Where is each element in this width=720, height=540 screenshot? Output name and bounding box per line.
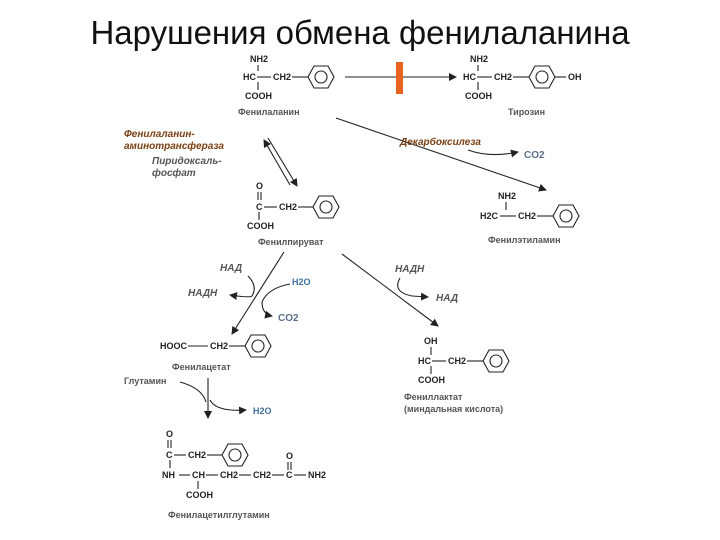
- pa-ch2: CH2: [210, 341, 228, 351]
- h2o-release-arrow: [209, 399, 247, 415]
- h2o-label-2: H2O: [253, 406, 272, 416]
- phe-benzene-ring: [307, 65, 335, 89]
- pl-ch2: CH2: [448, 356, 466, 366]
- phenyllactate-sublabel: (миндальная кислота): [404, 404, 503, 414]
- glutamine-label: Глутамин: [124, 376, 166, 386]
- transaminase-label-2: аминотрансфераза: [124, 140, 224, 152]
- co2-release-arrow-2: [261, 301, 273, 319]
- tyr-benzene-ring: [528, 65, 556, 89]
- phenylacetate-label: Фенилацетат: [172, 362, 231, 372]
- pea-h2c: H2C: [480, 211, 499, 221]
- decarboxylase-label: Декарбоксилеза: [399, 136, 481, 148]
- decarboxylation-arrow: [335, 117, 547, 192]
- phenylalanine-structure: NH2 HC CH2 COOH Фенилаланин: [238, 54, 335, 117]
- nadh-curve-arrow-1: [229, 292, 253, 300]
- glutamine-in-curve: [179, 381, 207, 403]
- reduction-arrow: [341, 253, 439, 327]
- phenylacetate-structure: HOOC CH2 Фенилацетат: [160, 334, 272, 372]
- pag-ch2-c: CH2: [253, 470, 271, 480]
- nadh-label-2: НАДН: [395, 264, 425, 275]
- cofactor-label-2: фосфат: [152, 167, 196, 179]
- co2-label-1: CO2: [524, 150, 545, 161]
- phenyllactate-structure: OH HC CH2 COOH Фениллактат (миндальная к…: [404, 336, 510, 414]
- phenylpyruvate-structure: O C CH2 COOH Фенилпируват: [247, 181, 340, 247]
- pea-benzene-ring: [552, 204, 580, 228]
- tyr-nh2: NH2: [470, 54, 488, 64]
- pag-o2: O: [286, 451, 293, 461]
- pag-o: O: [166, 429, 173, 439]
- pag-ch2-b: CH2: [220, 470, 238, 480]
- phenylacetylglutamine-structure: O C CH2 NH CH CH2 CH2 C NH2 O COOH: [162, 429, 326, 520]
- tyr-oh: OH: [568, 72, 582, 82]
- pp-benzene-ring: [312, 195, 340, 219]
- phenylacetylglutamine-label: Фенилацетилглутамин: [168, 510, 270, 520]
- co2-release-arrow-1: [467, 149, 519, 158]
- phenylalanine-label: Фенилаланин: [238, 107, 300, 117]
- pag-ch: CH: [192, 470, 205, 480]
- pl-oh: OH: [424, 336, 438, 346]
- pa-benzene-ring: [244, 334, 272, 358]
- tyrosine-label: Тирозин: [508, 107, 545, 117]
- tyr-ch2: CH2: [494, 72, 512, 82]
- phe-hc: HC: [243, 72, 256, 82]
- pag-c: C: [166, 450, 173, 460]
- pl-cooh: COOH: [418, 375, 445, 385]
- phenylethylamine-structure: NH2 H2C CH2 Фенилэтиламин: [480, 191, 580, 245]
- transamination-back-arrow: [263, 139, 291, 186]
- nad-label-2: НАД: [436, 293, 458, 304]
- pl-hc: HC: [418, 356, 431, 366]
- pag-c2: C: [286, 470, 293, 480]
- transamination-arrow: [267, 137, 298, 187]
- nadh-label-1: НАДН: [188, 288, 218, 299]
- h2o-in-curve: [261, 283, 291, 303]
- pl-benzene-ring: [482, 349, 510, 373]
- pp-ch2: CH2: [279, 202, 297, 212]
- pp-c: C: [256, 202, 263, 212]
- enzyme-block-bar: [396, 62, 403, 94]
- nadh-curve-2: [397, 277, 413, 297]
- phenyllactate-label: Фениллактат: [404, 392, 463, 402]
- pea-ch2: CH2: [518, 211, 536, 221]
- oxidative-decarboxylation-arrow: [231, 251, 285, 335]
- tyr-hc: HC: [463, 72, 476, 82]
- pp-cooh: COOH: [247, 221, 274, 231]
- tyr-cooh: COOH: [465, 91, 492, 101]
- transaminase-label-1: Фенилаланин-: [124, 129, 195, 140]
- cofactor-label-1: Пиридоксаль-: [152, 156, 222, 167]
- pag-cooh: COOH: [186, 490, 213, 500]
- nad-curve: [247, 275, 255, 297]
- pag-nh2: NH2: [308, 470, 326, 480]
- co2-label-2: CO2: [278, 313, 299, 324]
- tyrosine-structure: NH2 HC CH2 OH COOH Тирозин: [463, 54, 582, 117]
- pag-benzene-ring: [221, 443, 249, 467]
- pp-o: O: [256, 181, 263, 191]
- pa-hooc: HOOC: [160, 341, 188, 351]
- h2o-label-1: H2O: [292, 277, 311, 287]
- phenylethylamine-label: Фенилэтиламин: [488, 235, 561, 245]
- nad-out-arrow: [411, 292, 429, 301]
- phe-nh2: NH2: [250, 54, 268, 64]
- nad-label-1: НАД: [220, 263, 242, 274]
- pag-nh: NH: [162, 470, 175, 480]
- slide-title: Нарушения обмена фенилаланина: [90, 14, 630, 51]
- phe-cooh: COOH: [245, 91, 272, 101]
- pea-nh2: NH2: [498, 191, 516, 201]
- phenylpyruvate-label: Фенилпируват: [258, 237, 324, 247]
- phe-ch2: CH2: [273, 72, 291, 82]
- pag-ch2: CH2: [188, 450, 206, 460]
